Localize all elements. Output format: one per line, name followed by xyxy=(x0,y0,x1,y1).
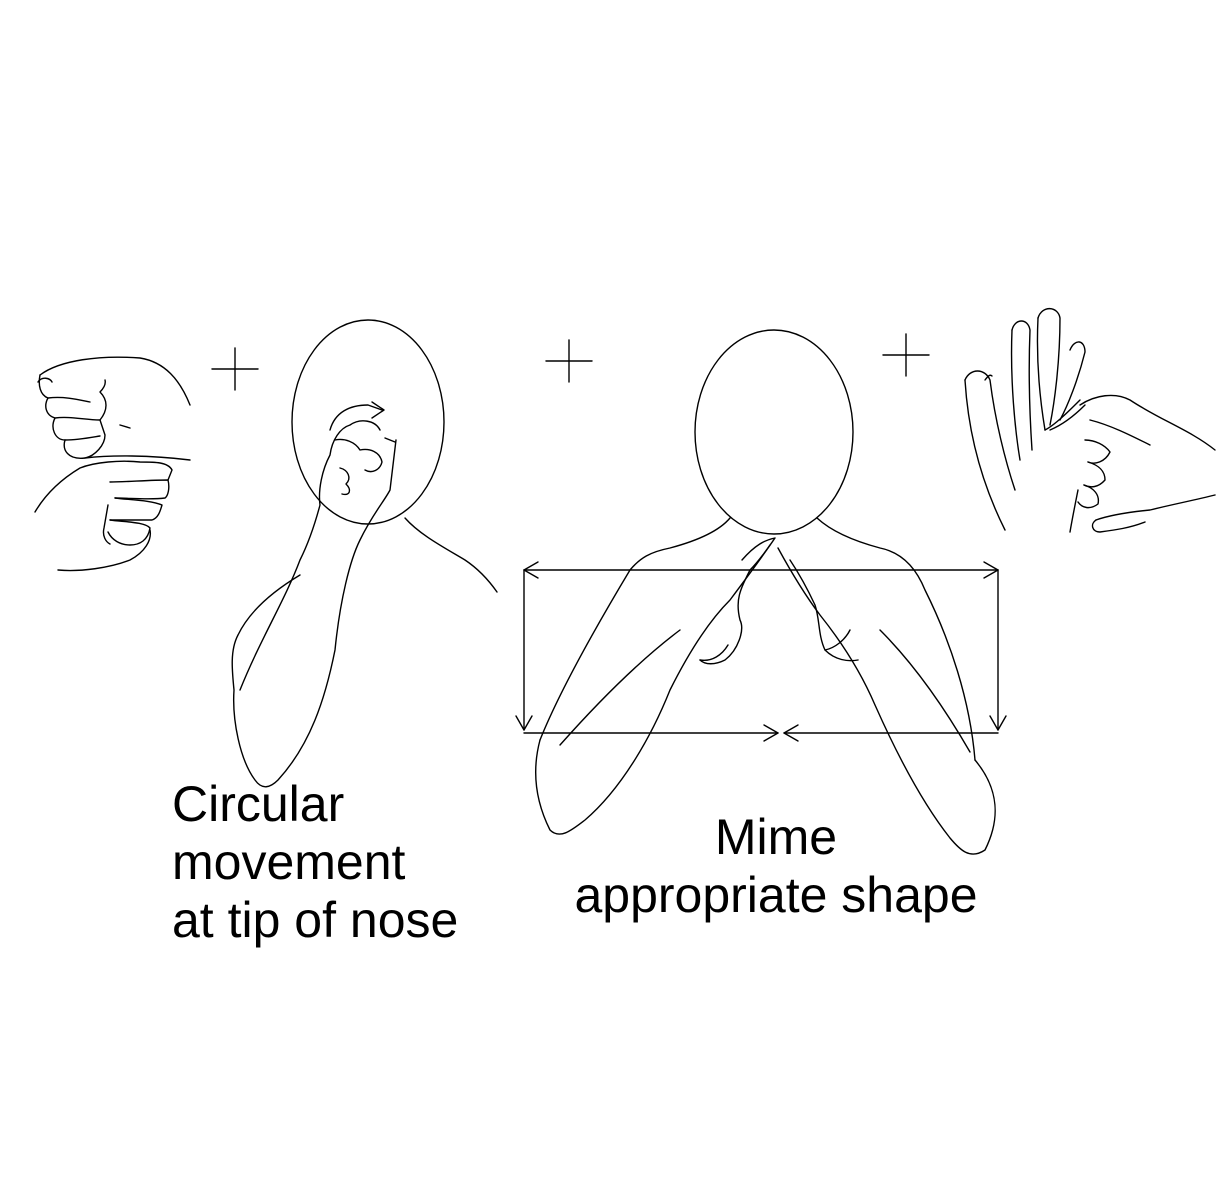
caption-circular-movement: Circular movement at tip of nose xyxy=(172,775,458,949)
index-fingers-figure-icon xyxy=(515,329,1007,855)
caption-line: at tip of nose xyxy=(172,892,459,948)
plus-sign-icon-3 xyxy=(882,333,930,377)
caption-line: Mime xyxy=(714,809,838,865)
finger-on-palm-icon xyxy=(964,307,1216,533)
fists-stacked-icon xyxy=(34,356,191,572)
plus-sign-icon-1 xyxy=(211,347,259,391)
fist-at-nose-figure-icon xyxy=(231,319,498,788)
caption-mime-shape: Mime appropriate shape xyxy=(535,808,1017,924)
caption-line: Circular xyxy=(172,776,345,832)
plus-sign-icon-2 xyxy=(545,339,593,383)
caption-line: appropriate shape xyxy=(574,867,978,923)
caption-line: movement xyxy=(172,834,406,890)
